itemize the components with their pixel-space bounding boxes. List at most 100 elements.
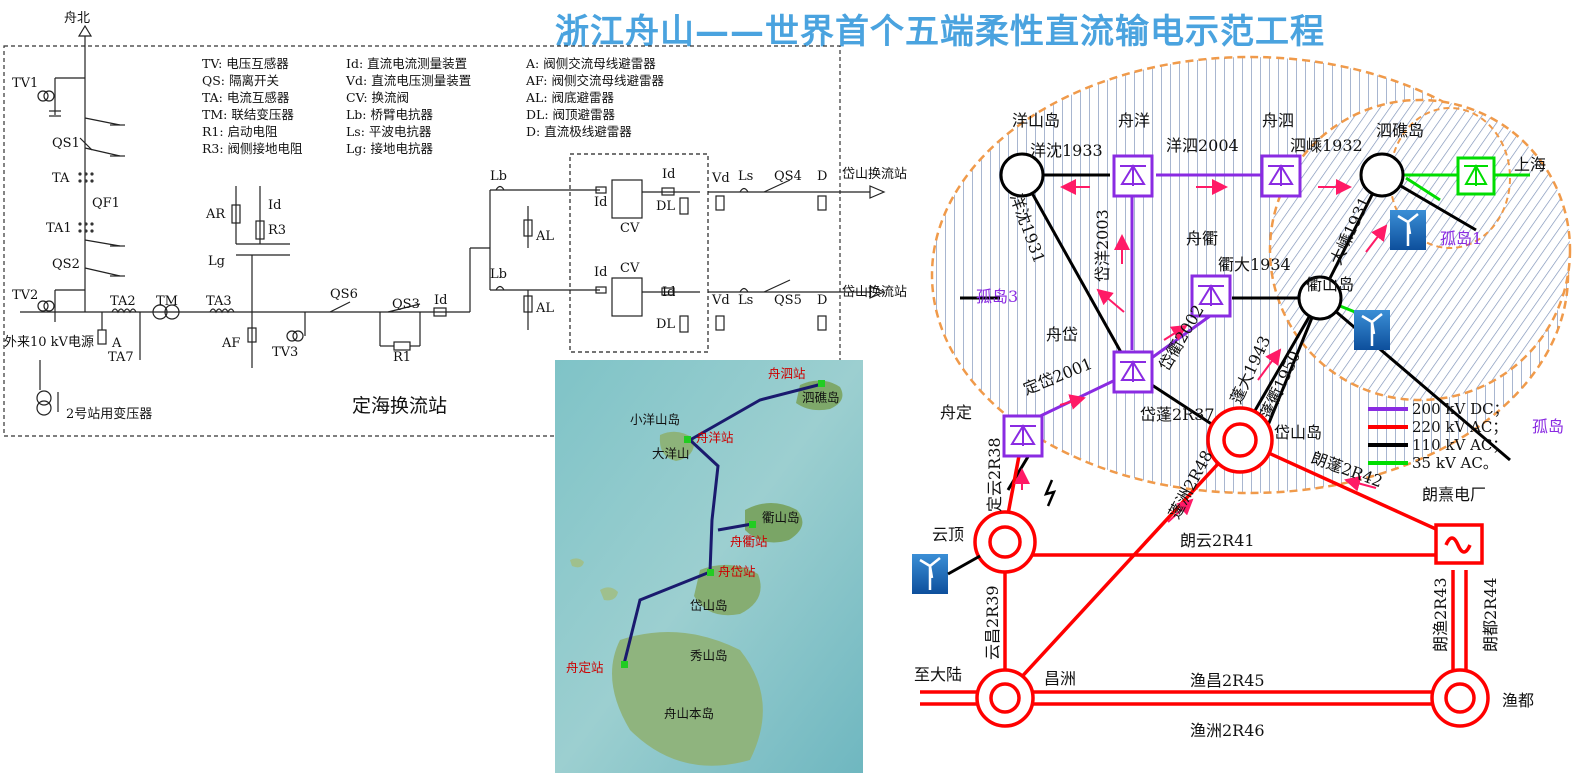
line-label: 朗渔2R43 [1431,577,1450,652]
label-aux-transformer: 2号站用变压器 [66,406,152,422]
legend-item: TV: 电压互感器 [202,56,289,71]
label-lg: Lg [208,254,225,269]
line-label: 朗都2R44 [1481,577,1500,652]
wind-turbine-icon [1354,310,1390,350]
node-label: 朗熹电厂 [1422,485,1486,504]
label-qs6: QS6 [330,287,358,302]
map-label: 舟山本岛 [664,706,714,721]
legend-label: 200 kV DC； [1412,400,1509,418]
label-tv2: TV2 [12,288,38,303]
line-label: 泗嵊1932 [1290,136,1363,155]
legend-item: DL: 阀顶避雷器 [526,107,616,122]
legend-item: Lb: 桥臂电抗器 [346,107,433,122]
legend-item: D: 直流极线避雷器 [526,124,632,139]
line-label: 云昌2R39 [983,585,1002,660]
output-arrow-icon [869,285,886,299]
legend-item: A: 阀侧交流母线避雷器 [525,56,656,71]
label-d-2: D [817,293,827,308]
label-qs5: QS5 [774,293,802,308]
label-ta7: TA7 [108,350,134,365]
schematic-legend: TV: 电压互感器 QS: 隔离开关 TA: 电流互感器 TM: 联结变压器 R… [202,56,664,156]
label-tm: TM [156,294,178,309]
map-label: 岱山岛 [690,598,728,613]
label-vd-2: Vd [711,293,730,308]
fault-icon [1043,479,1057,507]
node-label: 上海 [1514,155,1546,174]
legend-item: R1: 启动电阻 [202,124,278,139]
line-label: 渔昌2R45 [1190,671,1265,690]
node-label: 舟岱 [1046,325,1078,344]
node-label: 舟定 [940,403,972,422]
node-label: 衢山岛 [1306,275,1354,294]
label-id-3: Id [594,195,607,210]
map-label: 大洋山 [652,446,690,461]
label-d: D [817,169,827,184]
map-label: 小洋山岛 [630,412,680,427]
map-label: 秀山岛 [690,648,728,663]
line-label: 岱蓬2R37 [1140,405,1215,424]
label-ta2: TA2 [110,294,136,309]
network-diagram [912,55,1572,728]
node-label: 渔都 [1502,691,1534,710]
label-ar: AR [205,207,226,222]
wind-turbine-icon [1390,210,1426,250]
legend-label: 110 kV AC； [1412,436,1507,454]
bus-sijiao [1359,152,1405,198]
output-label-1: 岱山换流站 [842,167,907,182]
label-external-power: 外来10 kV电源 [4,335,94,350]
node-label: 孤岛3 [976,287,1018,306]
bus-terminal-icon [77,24,93,37]
map-label: 泗礁岛 [802,390,840,405]
bus-yangshan [999,152,1045,198]
legend-item: AL: 阀底避雷器 [525,90,615,105]
network-legend: 200 kV DC； 220 kV AC； 110 kV AC； 35 kV A… [1368,400,1509,472]
bus-qushan [1297,275,1343,321]
node-label: 孤岛 [1532,417,1564,436]
label-qs3: QS3 [392,297,420,312]
label-dl: DL [656,199,675,214]
legend-item: R3: 阀侧接地电阻 [202,141,303,156]
label-dl-2: DL [656,317,675,332]
legend-item: CV: 换流阀 [346,90,409,105]
label-tv3: TV3 [272,345,298,360]
label-ta: TA [52,171,70,186]
label-zhoubei: 舟北 [64,11,90,26]
map-label: 舟衢站 [730,534,768,549]
line-label: 渔洲2R46 [1190,721,1265,740]
label-cv: CV [620,221,640,236]
schematic-labels: 舟北 TV1 QS1 TA QF1 TA1 QS2 TV2 TA2 TM TA3… [4,11,907,422]
label-tv1: TV1 [12,76,38,91]
legend-item: Id: 直流电流测量装置 [346,56,467,71]
label-ta3: TA3 [206,294,232,309]
output-arrow-icon [869,185,886,199]
line-label: 定云2R38 [985,437,1004,512]
map-label: 舟泗站 [768,366,806,381]
label-r1: R1 [393,350,411,365]
node-label: 舟泗 [1262,111,1294,130]
node-label: 泗礁岛 [1376,121,1424,140]
label-lb-2: Lb [490,267,507,282]
label-ta1: TA1 [46,221,72,236]
label-al: AL [535,229,554,244]
node-label: 昌洲 [1044,669,1076,688]
label-cv-2: CV [620,261,640,276]
node-label: 岱山岛 [1274,423,1322,442]
satellite-map: 舟泗站 泗礁岛 小洋山岛 舟洋站 大洋山 衢山岛 舟衢站 舟岱站 岱山岛 秀山岛… [555,360,863,773]
map-label: 舟定站 [566,660,604,675]
page-title: 浙江舟山——世界首个五端柔性直流输电示范工程 [555,12,1325,52]
legend-item: Vd: 直流电压测量装置 [345,73,471,88]
legend-label: 35 kV AC。 [1412,454,1498,472]
legend-item: TA: 电流互感器 [202,90,290,105]
label-qs1: QS1 [52,136,80,151]
legend-item: Lg: 接地电抗器 [346,141,433,156]
wind-turbine-icon [912,554,948,594]
legend-item: AF: 阀侧交流母线避雷器 [525,73,664,88]
label-id-2: Id [434,293,447,308]
map-label: 舟洋站 [696,430,734,445]
line-label: 洋泗2004 [1166,136,1239,155]
legend-item: QS: 隔离开关 [202,73,279,88]
map-label: 衢山岛 [762,510,800,525]
label-qs2: QS2 [52,257,80,272]
node-label: 舟衢 [1186,229,1218,248]
label-id-5: Id [662,167,675,182]
